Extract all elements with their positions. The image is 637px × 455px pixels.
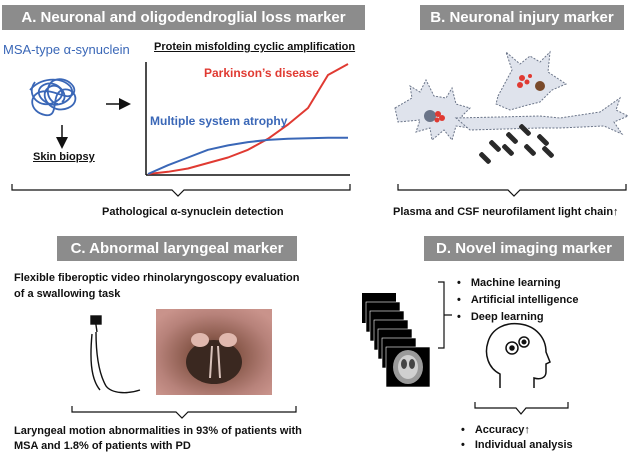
panel-c-brace [71, 406, 297, 419]
msa-series-line [147, 136, 348, 175]
bullet-deep-learning: Deep learning [457, 311, 544, 323]
larynx-photo [156, 309, 272, 395]
alpha-synuclein-tangle-icon [29, 78, 77, 116]
neuron-illustration [394, 50, 630, 142]
panel-b-brace [397, 184, 627, 197]
panel-d-bracket [438, 281, 452, 349]
msa-alpha-synuclein-label: MSA-type α-synuclein [3, 42, 130, 57]
alpha-synuclein-aggregates-icon [434, 74, 532, 123]
injury-marker-icon [535, 81, 545, 91]
panel-c-title: C. Abnormal laryngeal marker [57, 236, 297, 261]
skin-biopsy-label: Skin biopsy [33, 151, 95, 163]
panel-d-brace [474, 402, 569, 415]
endoscope-icon [90, 315, 141, 394]
panel-a-footer: Pathological α-synuclein detection [102, 206, 284, 218]
panel-a-brace [11, 184, 351, 197]
panel-b-title: B. Neuronal injury marker [420, 5, 624, 30]
neurofilament-light-chain-icon [479, 124, 554, 164]
result-individual-analysis: Individual analysis [461, 439, 573, 451]
panel-c-footer-line2: MSA and 1.8% of patients with PD [14, 440, 191, 452]
pd-series-line [147, 63, 349, 175]
bullet-machine-learning: Machine learning [457, 277, 561, 289]
series-label-pd: Parkinson’s disease [204, 66, 319, 80]
neuron-nucleus [424, 110, 436, 122]
panel-d-title: D. Novel imaging marker [424, 236, 624, 261]
chart-title: Protein misfolding cyclic amplification [154, 41, 356, 53]
mri-slice-stack [362, 293, 431, 388]
series-label-msa: Multiple system atrophy [150, 114, 288, 128]
panel-c-description-line1: Flexible fiberoptic video rhinolaryngosc… [14, 272, 300, 284]
panel-a-title: A. Neuronal and oligodendroglial loss ma… [2, 5, 365, 30]
bullet-artificial-intelligence: Artificial intelligence [457, 294, 579, 306]
ai-head-icon [485, 322, 551, 388]
pmca-chart [145, 62, 350, 176]
panel-c-description-line2: of a swallowing task [14, 288, 121, 300]
panel-b-footer: Plasma and CSF neurofilament light chain… [393, 206, 619, 218]
result-accuracy: Accuracy↑ [461, 424, 530, 436]
panel-c-footer-line1: Laryngeal motion abnormalities in 93% of… [14, 425, 302, 437]
